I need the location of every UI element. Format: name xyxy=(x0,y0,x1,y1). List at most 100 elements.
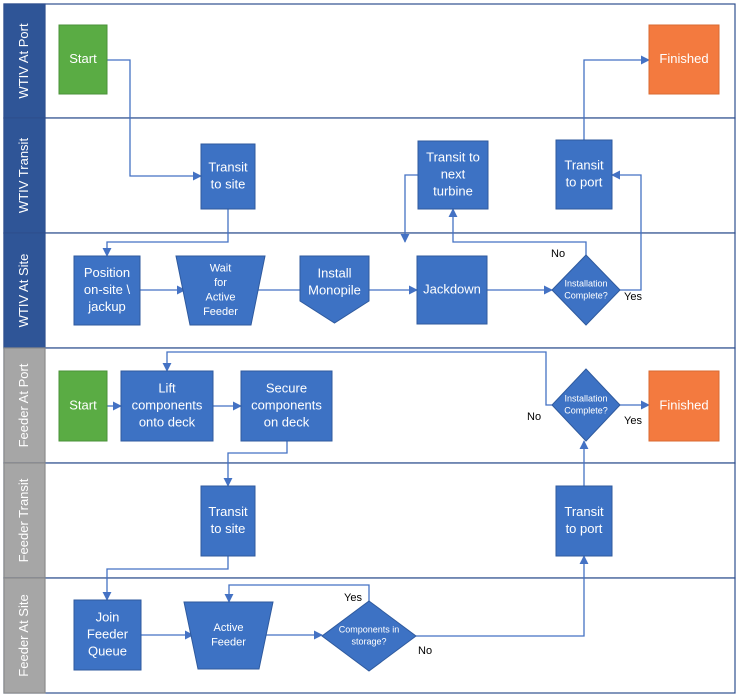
node-label: Queue xyxy=(88,644,127,659)
process-shape xyxy=(555,485,613,557)
swimlane-header xyxy=(3,347,46,464)
connector-wtiv-transit-site-to-wtiv-position xyxy=(102,209,229,257)
process-shape xyxy=(555,139,613,210)
swimlane-label: WTIV At Port xyxy=(16,23,31,99)
swimlane-label: WTIV Transit xyxy=(16,138,31,214)
node-label: Jackdown xyxy=(423,281,481,296)
decision-shape xyxy=(551,368,621,442)
process-shape xyxy=(73,255,141,326)
node-label: Wait xyxy=(210,263,232,275)
connector-wtiv-complete-to-wtiv-transit-next xyxy=(448,208,587,255)
node-label: for xyxy=(214,277,227,289)
process-shape xyxy=(120,370,214,442)
node-label: to site xyxy=(211,177,246,192)
connector-label: Yes xyxy=(344,592,362,604)
swimlane-header xyxy=(3,577,46,694)
connector-feeder-components-to-feeder-transit-port xyxy=(416,555,589,637)
node-label: Feeder xyxy=(211,637,246,649)
node-label: Transit xyxy=(564,157,604,172)
node-wtiv-jackdown: Jackdown xyxy=(416,255,488,325)
node-label: Monopile xyxy=(308,283,361,298)
node-feeder-transit-port: Transit to port xyxy=(555,485,613,557)
swimlane-header xyxy=(3,462,46,579)
process-shape xyxy=(417,140,489,210)
decision-shape xyxy=(321,600,417,672)
connector-feeder-transit-site-to-feeder-join-queue xyxy=(102,556,229,601)
swimlane-header xyxy=(3,117,46,234)
swimlane-header xyxy=(3,3,46,119)
process-shape xyxy=(648,370,720,442)
connector-feeder-components-to-feeder-active xyxy=(224,584,370,603)
node-label: Transit xyxy=(564,504,604,519)
swimlane-body xyxy=(3,3,736,119)
connector-label: No xyxy=(551,248,565,260)
connector-feeder-complete-to-feeder-lift xyxy=(162,351,552,406)
process-shape xyxy=(416,255,488,325)
node-label: Install xyxy=(318,265,352,280)
connector-label: Yes xyxy=(624,291,642,303)
process-shape xyxy=(648,24,720,95)
node-label: Transit to xyxy=(426,149,480,164)
node-label: Transit xyxy=(208,504,248,519)
swimlane-header xyxy=(3,232,46,349)
node-label: Join xyxy=(96,609,120,624)
process-shape xyxy=(58,24,108,95)
swimlane-label: Feeder At Port xyxy=(16,363,31,447)
connector-wtiv-start-to-wtiv-transit-site xyxy=(107,59,202,181)
node-label: next xyxy=(441,166,466,181)
connector-label: Yes xyxy=(624,415,642,427)
swimlane-body xyxy=(3,462,736,579)
node-wtiv-finished: Finished xyxy=(648,24,720,95)
process-shape xyxy=(58,370,108,442)
node-label: components xyxy=(132,397,203,412)
swimlane-label: Feeder At Site xyxy=(16,594,31,676)
node-label: Installation xyxy=(564,278,607,288)
node-label: jackup xyxy=(87,299,126,314)
connector-wtiv-complete-to-wtiv-transit-port xyxy=(611,170,642,291)
node-label: Start xyxy=(69,397,97,412)
node-label: Active xyxy=(214,622,244,634)
node-label: to port xyxy=(566,521,603,536)
node-label: to site xyxy=(211,521,246,536)
process-shape xyxy=(200,485,256,557)
node-wtiv-start: Start xyxy=(58,24,108,95)
node-feeder-lift: Lift components onto deck xyxy=(120,370,214,442)
swimlane-label: Feeder Transit xyxy=(16,478,31,562)
node-label: onto deck xyxy=(139,415,196,430)
node-label: on-site \ xyxy=(84,282,131,297)
offpage-reference-shape xyxy=(299,255,370,324)
node-label: Complete? xyxy=(564,405,608,415)
node-label: on deck xyxy=(264,415,310,430)
node-feeder-finished: Finished xyxy=(648,370,720,442)
node-label: Lift xyxy=(158,380,176,395)
node-label: Start xyxy=(69,51,97,66)
connector-wtiv-transit-next-to-wtiv-position xyxy=(400,174,418,243)
node-label: components xyxy=(251,397,322,412)
node-wtiv-transit-next: Transit to next turbine xyxy=(417,140,489,210)
node-label: Installation xyxy=(564,393,607,403)
manual-operation-shape xyxy=(175,255,266,326)
swimlane-label: WTIV At Site xyxy=(16,254,31,328)
manual-operation-shape xyxy=(183,601,274,670)
node-feeder-start: Start xyxy=(58,370,108,442)
node-label: turbine xyxy=(433,184,473,199)
connectors xyxy=(102,55,650,640)
node-label: Finished xyxy=(659,397,708,412)
decision-shape xyxy=(551,254,621,326)
node-label: Feeder xyxy=(87,626,129,641)
connector-label: No xyxy=(418,645,432,657)
swimlane: WTIV At Port xyxy=(3,3,736,119)
connector-feeder-secure-to-feeder-transit-site xyxy=(223,441,288,487)
